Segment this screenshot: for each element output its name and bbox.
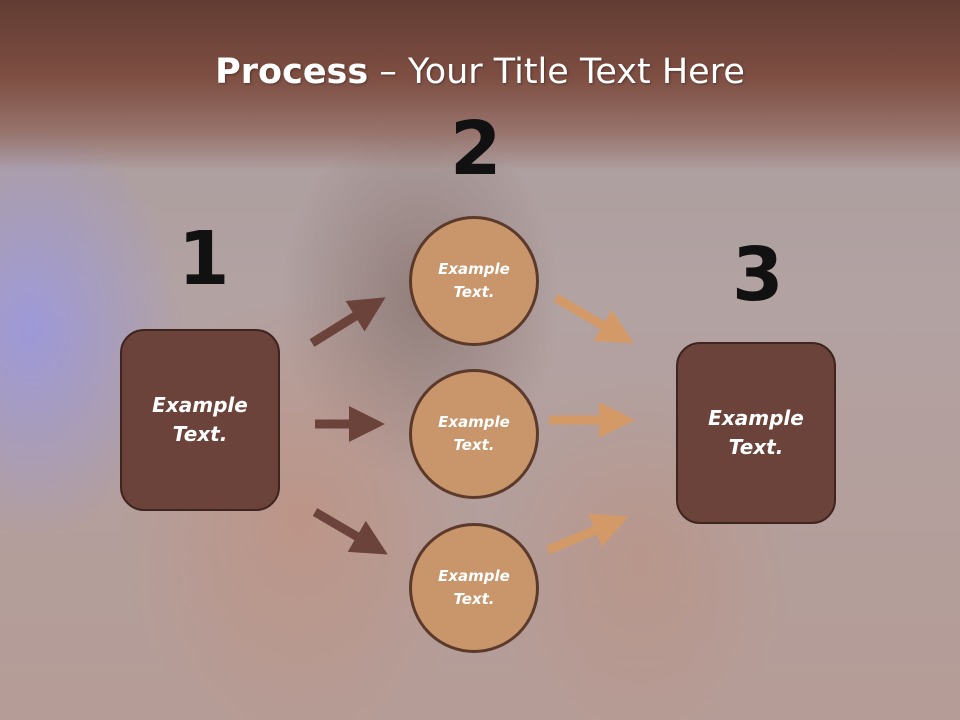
- arrow-bottom-to-right: [546, 513, 629, 555]
- circle-middle-text: Example Text.: [438, 413, 510, 454]
- step-number-1: 1: [178, 216, 230, 302]
- step-number-3: 3: [732, 232, 784, 318]
- circle-middle: Example Text.: [409, 369, 539, 499]
- circle-bottom: Example Text.: [409, 523, 539, 653]
- arrow-left-to-top: [309, 297, 386, 347]
- right-box: Example Text.: [676, 342, 836, 524]
- circle-bottom-text: Example Text.: [438, 567, 510, 608]
- left-box: Example Text.: [120, 329, 280, 511]
- step-number-2: 2: [450, 106, 502, 192]
- circle-top: Example Text.: [409, 216, 539, 346]
- left-box-text: Example Text.: [152, 393, 248, 446]
- header-band: [0, 0, 960, 170]
- circle-top-text: Example Text.: [438, 260, 510, 301]
- title-bold: Process: [215, 52, 369, 92]
- right-box-text: Example Text.: [708, 406, 804, 459]
- arrow-left-to-bottom: [312, 508, 388, 555]
- slide-title: Process – Your Title Text Here: [0, 52, 960, 92]
- title-rest: – Your Title Text Here: [368, 52, 745, 92]
- arrow-top-to-right: [553, 294, 634, 344]
